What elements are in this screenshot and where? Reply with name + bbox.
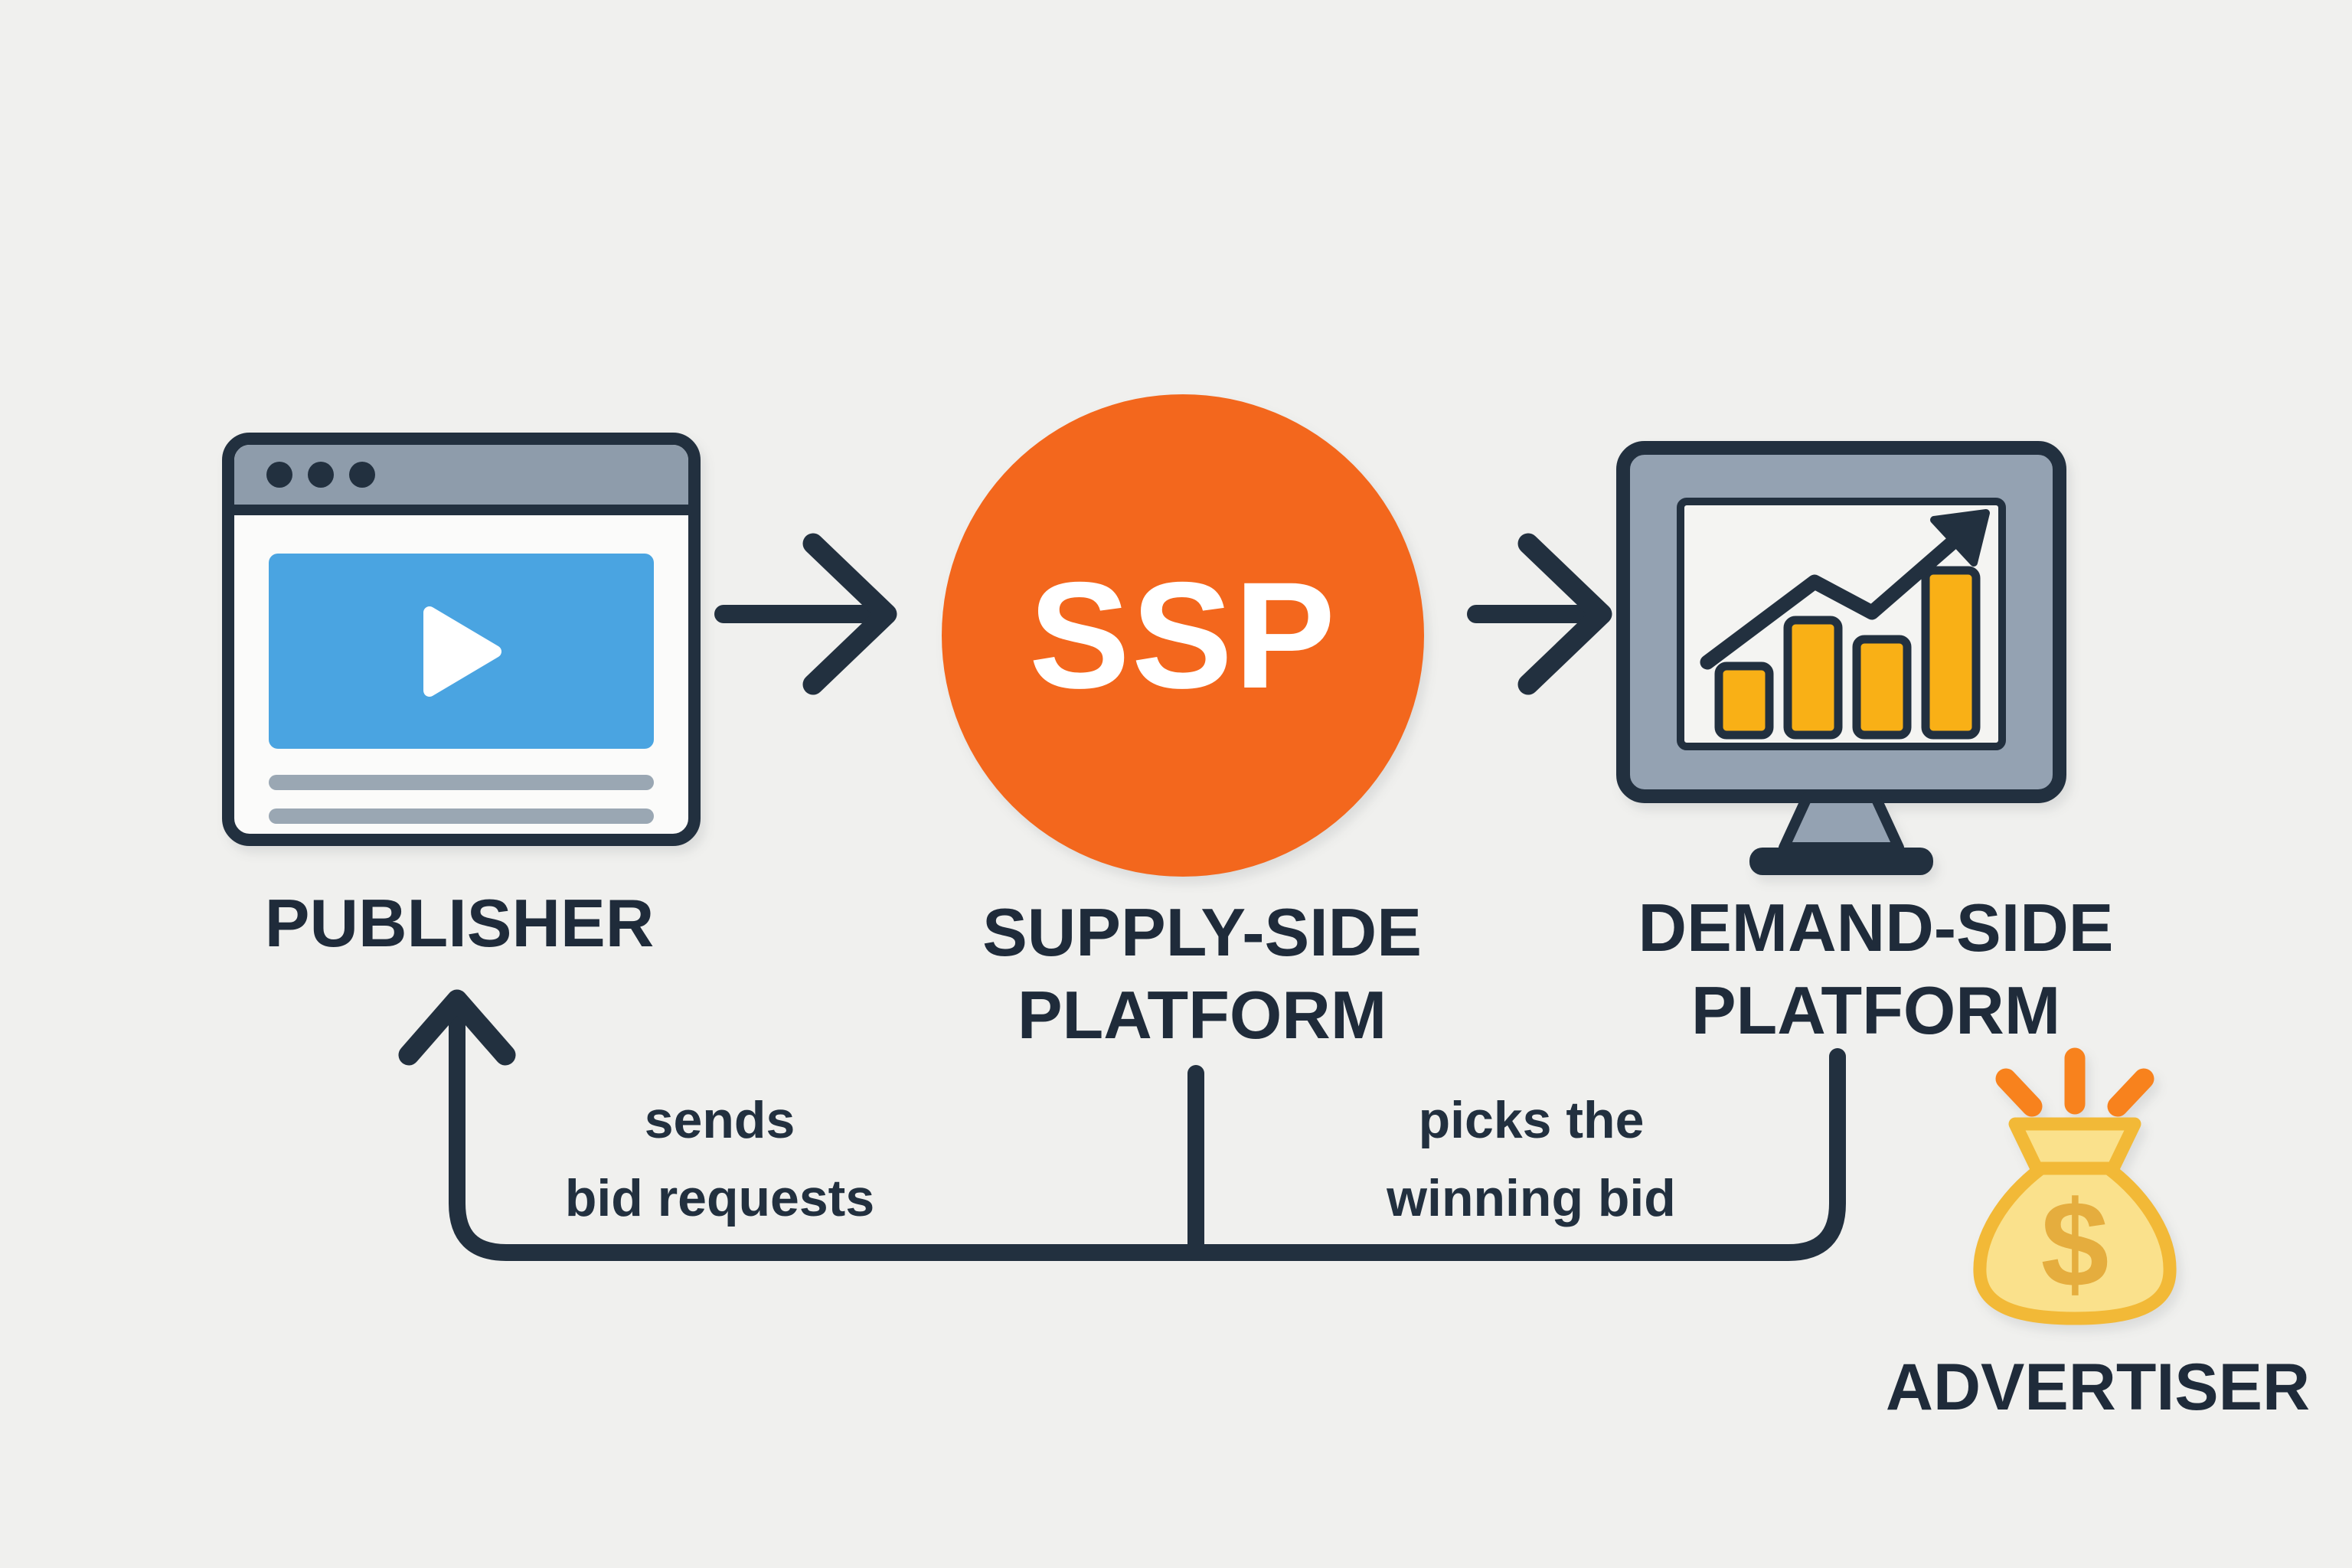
arrow-publisher-to-ssp-icon bbox=[714, 533, 897, 695]
text-line bbox=[269, 808, 654, 824]
trend-arrow-icon bbox=[1700, 509, 1990, 670]
ssp-abbr-text: SSP bbox=[1028, 550, 1338, 720]
advertiser-label: ADVERTISER bbox=[1885, 1351, 2311, 1424]
money-bag-rim bbox=[2008, 1117, 2141, 1175]
window-control-dot bbox=[349, 462, 375, 488]
caption-picks-winning-bid: picks the winning bid bbox=[1302, 1081, 1761, 1237]
dsp-label-line2: PLATFORM bbox=[1690, 972, 2061, 1048]
money-bag-icon: $ bbox=[1973, 1047, 2177, 1325]
sparkle-rays-icon bbox=[1995, 1047, 2154, 1117]
browser-window-icon bbox=[222, 433, 701, 846]
dollar-sign: $ bbox=[2041, 1175, 2109, 1312]
browser-titlebar bbox=[234, 445, 688, 515]
play-icon bbox=[423, 606, 501, 697]
arrow-ssp-to-dsp-icon bbox=[1467, 533, 1612, 695]
text-line bbox=[269, 775, 654, 790]
ssp-label: SUPPLY-SIDE PLATFORM bbox=[896, 891, 1508, 1057]
caption-sends-line1: sends bbox=[644, 1091, 795, 1149]
caption-picks-line2: winning bid bbox=[1387, 1169, 1676, 1227]
ssp-label-line2: PLATFORM bbox=[1017, 977, 1387, 1053]
caption-picks-line1: picks the bbox=[1418, 1091, 1645, 1149]
money-bag-body bbox=[1973, 1161, 2177, 1325]
monitor-stand bbox=[1749, 792, 1933, 875]
dsp-label: DEMAND-SIDE PLATFORM bbox=[1570, 887, 2182, 1052]
window-control-dot bbox=[266, 462, 292, 488]
ssp-circle: SSP bbox=[942, 394, 1424, 877]
bar-chart-icon bbox=[1714, 566, 1981, 740]
loop-arrowhead-icon bbox=[398, 989, 516, 1066]
publisher-label: PUBLISHER bbox=[264, 885, 655, 961]
caption-sends-line2: bid requests bbox=[564, 1169, 875, 1227]
monitor-icon bbox=[1616, 441, 2066, 875]
dsp-label-line1: DEMAND-SIDE bbox=[1638, 890, 2114, 965]
browser-content bbox=[234, 515, 688, 824]
caption-sends-bid-requests: sends bid requests bbox=[490, 1081, 949, 1237]
feedback-loop-arrow bbox=[398, 989, 1846, 1261]
video-player bbox=[269, 554, 654, 749]
window-control-dot bbox=[308, 462, 334, 488]
ssp-label-line1: SUPPLY-SIDE bbox=[982, 894, 1422, 970]
